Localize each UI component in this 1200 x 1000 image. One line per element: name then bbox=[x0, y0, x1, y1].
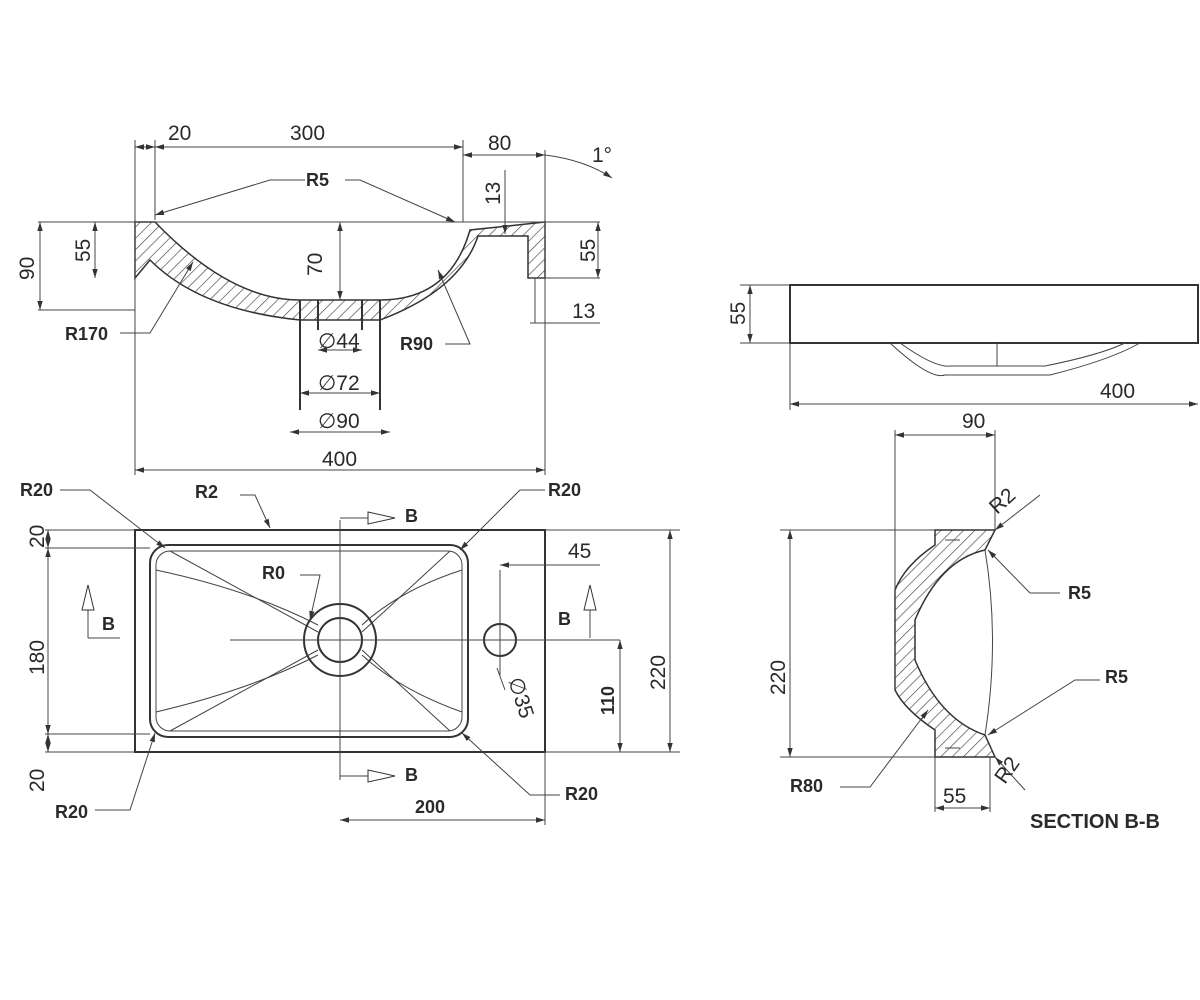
dim-angle: 1° bbox=[592, 144, 612, 167]
section-body bbox=[894, 529, 997, 758]
label-r0: R0 bbox=[262, 563, 285, 583]
label-r2-top: R2 bbox=[195, 482, 218, 502]
dim-top-right: 80 bbox=[488, 132, 511, 155]
label-r20-bl: R20 bbox=[55, 802, 88, 822]
dim-right-13: 13 bbox=[572, 300, 595, 323]
dim-center-70: 70 bbox=[304, 253, 327, 276]
label-r20-br: R20 bbox=[565, 784, 598, 804]
dim-13-top: 13 bbox=[482, 182, 505, 205]
dim-top-span: 300 bbox=[290, 122, 325, 145]
dim-left-90: 90 bbox=[16, 257, 39, 280]
side-body bbox=[789, 284, 1199, 344]
dim-dia-72: ∅72 bbox=[318, 372, 360, 395]
label-b-left: B bbox=[102, 614, 115, 634]
label-r170: R170 bbox=[65, 324, 108, 344]
label-section-r80: R80 bbox=[790, 776, 823, 796]
dim-section-55: 55 bbox=[943, 785, 966, 808]
label-b-top: B bbox=[405, 506, 418, 526]
plan-basin-outer bbox=[149, 544, 469, 738]
label-r5: R5 bbox=[306, 170, 329, 190]
label-b-right: B bbox=[558, 609, 571, 629]
front-view: 20 300 80 1° R5 13 90 55 70 55 13 R170 R… bbox=[16, 122, 613, 475]
label-section-r5-top: R5 bbox=[1068, 583, 1091, 603]
dim-section-220: 220 bbox=[767, 660, 790, 695]
section-title: SECTION B-B bbox=[1030, 811, 1160, 833]
dim-side-55: 55 bbox=[727, 302, 750, 325]
label-r20-tr: R20 bbox=[548, 480, 581, 500]
plan-view: R20 R2 R20 R0 B B B B 20 180 20 R20 R20 … bbox=[20, 480, 680, 825]
dim-side-400: 400 bbox=[1100, 380, 1135, 403]
label-r90: R90 bbox=[400, 334, 433, 354]
dim-dia-35: ∅35 bbox=[503, 674, 538, 721]
dim-left-20-bottom: 20 bbox=[26, 769, 49, 792]
label-section-r5-bottom: R5 bbox=[1105, 667, 1128, 687]
dim-110: 110 bbox=[598, 686, 618, 715]
front-drain-tube bbox=[299, 300, 381, 410]
dim-top-left: 20 bbox=[168, 122, 191, 145]
dim-overall-400: 400 bbox=[322, 448, 357, 471]
dim-right-55: 55 bbox=[577, 239, 600, 262]
section-inner-curve bbox=[984, 549, 993, 736]
label-b-bottom: B bbox=[405, 765, 418, 785]
label-r20-tl: R20 bbox=[20, 480, 53, 500]
plan-basin-inner bbox=[155, 550, 463, 732]
dim-left-55: 55 bbox=[72, 239, 95, 262]
dim-220: 220 bbox=[647, 655, 670, 690]
dim-45: 45 bbox=[568, 540, 591, 563]
section-view: 90 R2 R5 R5 220 R80 R2 55 SECTION B-B bbox=[767, 410, 1160, 833]
dim-section-90: 90 bbox=[962, 410, 985, 433]
dim-left-20-top: 20 bbox=[26, 525, 49, 548]
dim-200: 200 bbox=[415, 797, 445, 817]
side-view: 55 400 bbox=[727, 284, 1199, 410]
dim-dia-90: ∅90 bbox=[318, 410, 360, 433]
label-section-r2-top: R2 bbox=[985, 484, 1020, 519]
dim-left-180: 180 bbox=[26, 640, 49, 675]
dim-dia-44: ∅44 bbox=[318, 330, 360, 353]
side-bowl bbox=[889, 342, 1141, 377]
